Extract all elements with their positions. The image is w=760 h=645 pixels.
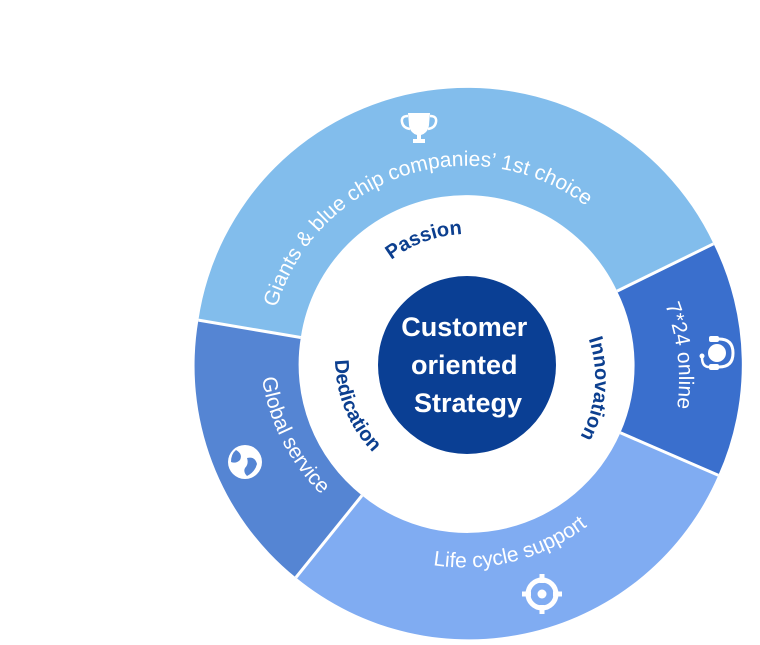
segment-top: [198, 87, 714, 338]
center-circle: [378, 276, 556, 454]
globe-icon: [228, 445, 262, 479]
segment-right: [617, 243, 742, 476]
segment-left: [194, 320, 362, 578]
center-line-1: Customer: [401, 312, 528, 342]
center-line-3: Strategy: [414, 388, 522, 418]
target-icon: [522, 574, 562, 614]
center-text: Customer oriented Strategy: [401, 312, 535, 418]
headset-icon: [699, 336, 735, 370]
trophy-icon: [400, 113, 438, 143]
segment-dividers: [198, 242, 719, 579]
center-line-2: oriented: [411, 350, 518, 380]
segment-bottom: [295, 432, 719, 640]
